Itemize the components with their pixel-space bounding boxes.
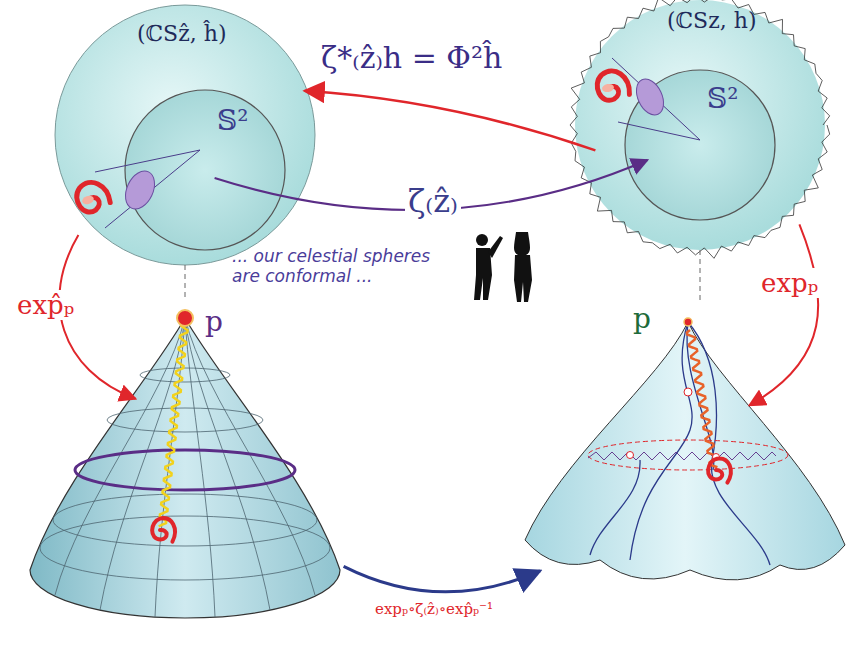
light-cone: p	[30, 305, 350, 640]
unit-sphere: 𝕊²	[625, 70, 775, 220]
node-label: 𝕊²	[217, 104, 248, 137]
unit-sphere: 𝕊²	[125, 90, 285, 250]
map-arrow	[305, 91, 596, 151]
map-label: expₚ	[758, 268, 821, 298]
light-cone: p	[525, 300, 850, 585]
node-label: (ℂSz, h)	[667, 8, 757, 33]
celestial-sphere: (ℂSz, h) 𝕊²	[575, 0, 830, 255]
map-label: ζ*₍ẑ₎h = Φ²ĥ	[318, 40, 505, 75]
note: ... our celestial spheres are conformal …	[232, 246, 442, 286]
map-label: expₚ∘ζ₍ẑ₎∘exp̂ₚ⁻¹	[372, 600, 496, 618]
node-label: p	[205, 305, 223, 338]
jagged-border	[570, 0, 830, 258]
map-arrow	[344, 566, 540, 592]
map-label: ζ₍ẑ₎	[405, 182, 461, 220]
map-arrow	[749, 224, 818, 405]
node-label: (ℂSẑ, ĥ)	[137, 21, 227, 46]
node-label: p	[633, 302, 651, 335]
map-label: exp̂ₚ	[14, 290, 77, 320]
celestial-sphere: (ℂSẑ, ĥ) 𝕊²	[55, 5, 315, 265]
node-label: 𝕊²	[707, 82, 738, 115]
